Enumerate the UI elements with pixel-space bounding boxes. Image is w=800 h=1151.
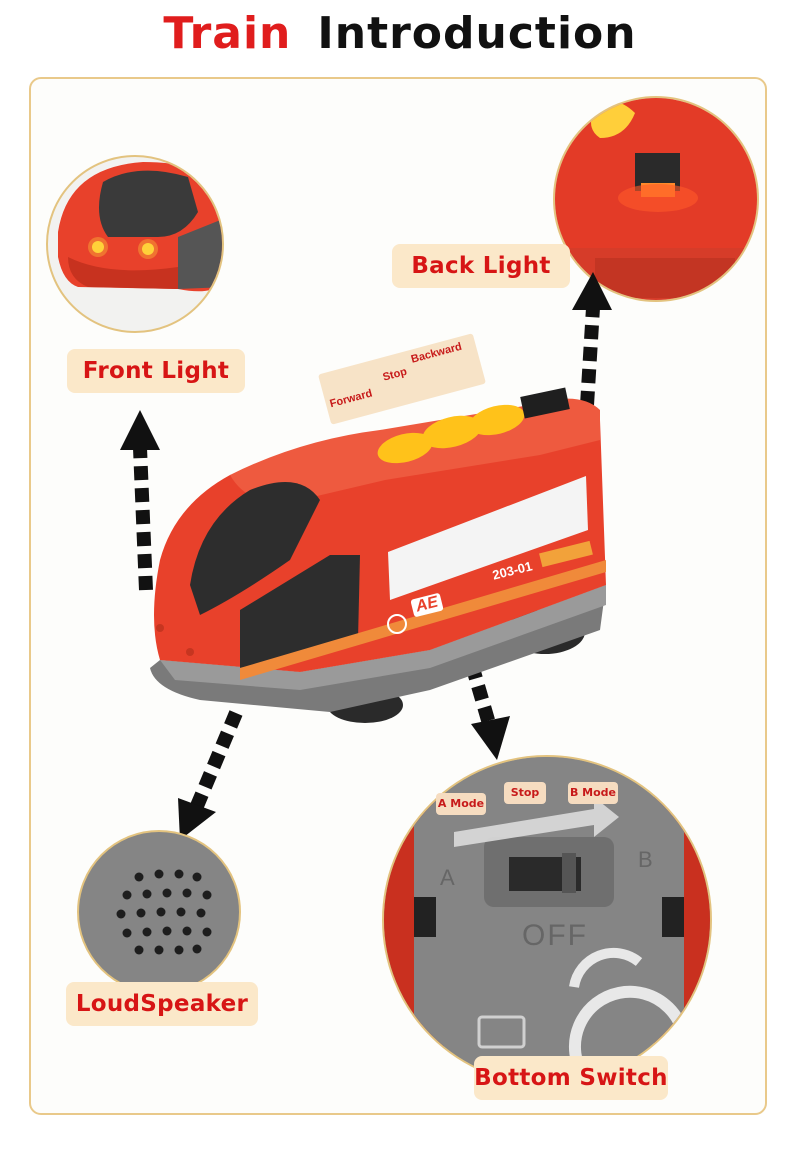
arrow-to-front-light [133, 447, 153, 591]
title-word-train: Train [163, 8, 292, 59]
front-light-detail-image [46, 155, 224, 333]
back-light-label: Back Light [392, 244, 570, 288]
arrow-head-front-light [120, 410, 160, 450]
arrow-to-loudspeaker [190, 710, 243, 809]
switch-off-text: OFF [522, 919, 588, 952]
arrow-head-loudspeaker [178, 798, 216, 840]
page-title: Train Introduction [0, 8, 800, 59]
arrow-head-back-light [572, 272, 612, 310]
a-mode-label: A Mode [436, 793, 486, 815]
switch-letter-b: B [638, 847, 653, 872]
bottom-switch-detail-image: A B OFF [382, 755, 712, 1085]
arrow-to-back-light [580, 307, 600, 406]
switch-letter-a: A [440, 865, 455, 890]
title-word-introduction: Introduction [317, 8, 637, 59]
front-light-label: Front Light [67, 349, 245, 393]
stop-mode-label: Stop [504, 782, 546, 804]
loudspeaker-detail-image [77, 830, 241, 994]
arrow-head-bottom-switch [471, 716, 510, 760]
b-mode-label: B Mode [568, 782, 618, 804]
loudspeaker-label: LoudSpeaker [66, 982, 258, 1026]
arrow-to-bottom-switch [465, 663, 497, 729]
bottom-switch-label: Bottom Switch [474, 1056, 668, 1100]
